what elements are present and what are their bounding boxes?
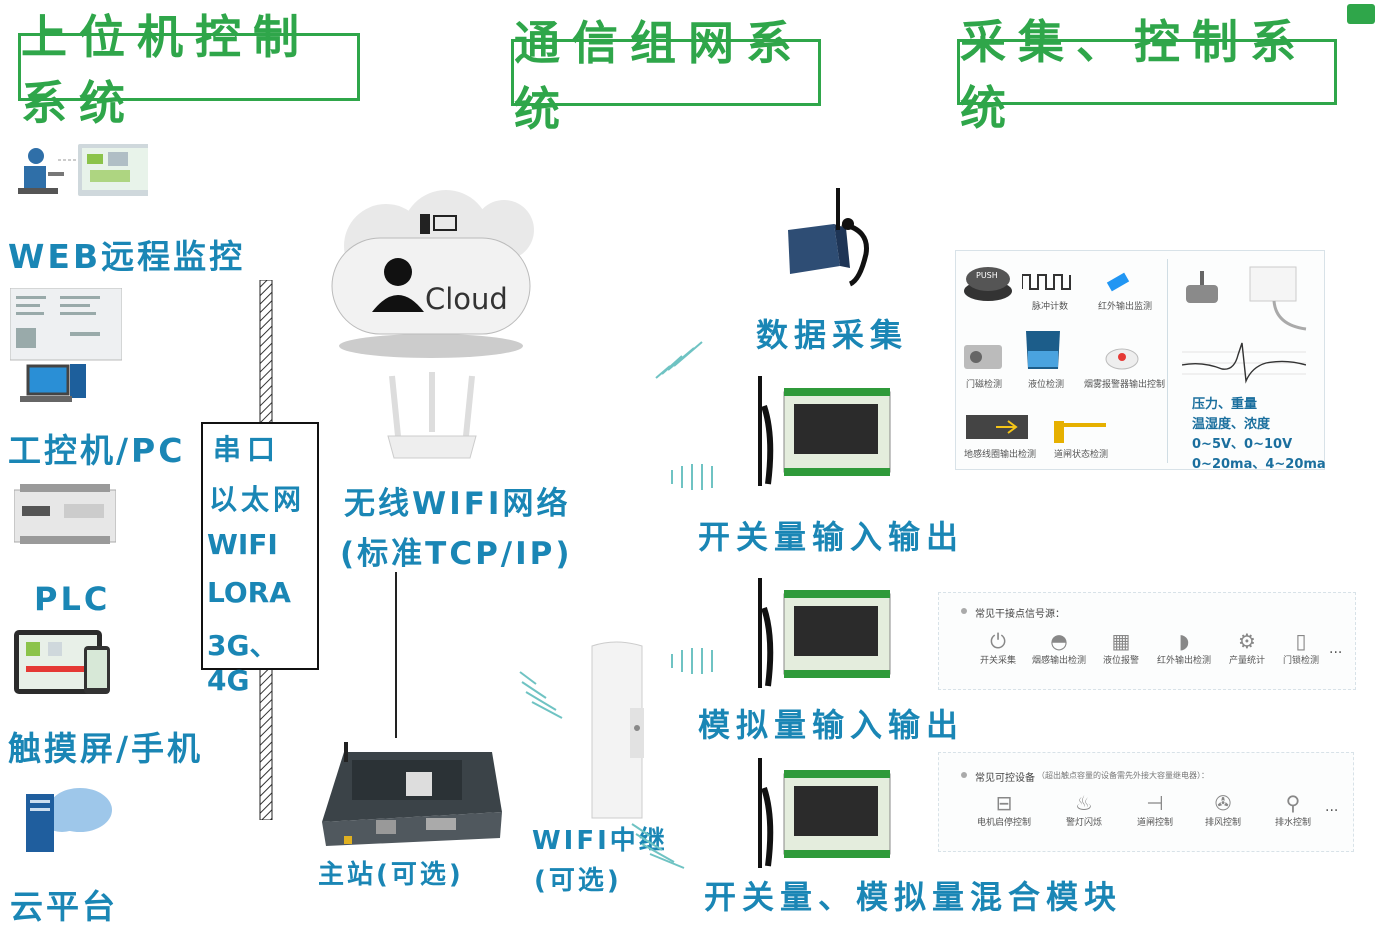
signal-wave-5: [631, 823, 685, 869]
loop-icon: [966, 415, 1028, 439]
dry-item-infrared: ◗ 红外输出检测: [1151, 629, 1217, 666]
door-sensor-icon: [964, 345, 1002, 369]
label-master-station: 主站(可选): [318, 860, 464, 890]
smoke-detector-icon: ◓: [1050, 629, 1068, 653]
router-link-line: [395, 572, 397, 738]
control-dot: [961, 772, 967, 778]
plc-device-icon: [14, 484, 116, 544]
door-lock-icon: ▯: [1295, 629, 1307, 653]
cloud-label: Cloud: [425, 282, 508, 316]
comm-lora: LORA: [207, 576, 291, 609]
label-relay-optional: (可选): [534, 866, 622, 896]
pulse-icon: [1022, 274, 1071, 290]
data-collector-device: [788, 188, 869, 287]
signal-chart: [1182, 342, 1306, 384]
comm-ethernet: 以太网: [209, 483, 306, 516]
label-ipc-pc: 工控机/PC: [8, 431, 186, 470]
dry-item-lock: ▯ 门锁检测: [1275, 629, 1327, 666]
ctrl-item-gate: ⊣ 道闸控制: [1125, 791, 1185, 828]
comm-serial: 串口: [213, 433, 282, 466]
header-comm-network: 通信组网系统: [511, 16, 821, 136]
sensor-loop: 地感线圈输出检测: [964, 450, 1037, 460]
corner-mark: [1347, 4, 1375, 24]
comm-wifi: WIFI: [207, 528, 278, 561]
load-cell-icon: [1186, 271, 1218, 303]
push-button-icon: [964, 267, 1012, 301]
dry-item-level: ▦ 液位报警: [1091, 629, 1151, 666]
dry-item-smoke: ◓ 烟感输出检测: [1029, 629, 1089, 666]
sensor-pulse: 脉冲计数: [1032, 302, 1069, 312]
dry-contact-more: ...: [1329, 641, 1343, 657]
io-module-1: [758, 376, 891, 486]
label-analog-io: 模拟量输入输出: [698, 706, 965, 744]
label-web-monitor: WEB远程监控: [8, 237, 246, 276]
dry-contact-panel: 常见干接点信号源： ⏻ 开关采集 ◓ 烟感输出检测 ▦ 液位报警 ◗ 红外输出检…: [938, 592, 1356, 690]
switch-icon: ⏻: [990, 629, 1006, 653]
header-collect-control: 采集、控制系统: [957, 15, 1337, 135]
sensor-infrared: 红外输出监测: [1098, 302, 1153, 312]
sensor-text-voltage: 0~5V、0~10V: [1192, 437, 1293, 452]
control-device-panel: 常见可控设备 （超出触点容量的设备需先外接大容量继电器）： ⊟ 电机启停控制 ♨…: [938, 752, 1354, 852]
production-count-icon: ⚙: [1238, 629, 1256, 653]
sensor-text-current: 0~20ma、4~20ma: [1192, 457, 1326, 472]
sensor-text-pressure: 压力、重量: [1192, 397, 1258, 412]
sensor-smoke: 烟雾报警器输出控制: [1084, 380, 1166, 390]
dry-item-switch: ⏻ 开关采集: [969, 629, 1027, 666]
warning-light-icon: ♨: [1075, 791, 1093, 815]
sensor-gate: 道闸状态检测: [1054, 450, 1109, 460]
io-module-2: [758, 578, 891, 688]
signal-wave-3: [671, 648, 713, 674]
smoke-icon: [1105, 348, 1139, 370]
gate-icon: [1054, 421, 1106, 443]
touch-screen-icon: [14, 630, 110, 694]
label-plc: PLC: [34, 580, 111, 618]
infrared-output-icon: ◗: [1178, 629, 1190, 653]
label-touch-phone: 触摸屏/手机: [8, 729, 204, 768]
infrared-icon: [1106, 272, 1130, 292]
master-station-device: [322, 742, 502, 846]
label-cloud-platform: 云平台: [10, 887, 118, 926]
ctrl-item-motor: ⊟ 电机启停控制: [969, 791, 1039, 828]
header-upper-control: 上位机控制系统: [18, 10, 360, 130]
dry-contact-dot: [961, 608, 967, 614]
fan-icon: ✇: [1214, 791, 1232, 815]
signal-wave-1: [655, 341, 703, 379]
sensor-door: 门磁检测: [966, 380, 1003, 390]
ipc-screen-icon: [10, 288, 122, 402]
control-title: 常见可控设备: [975, 773, 1035, 784]
panel-divider: [1167, 259, 1168, 463]
level-icon: [1026, 331, 1060, 369]
comm-3g4g: 3G、4G: [207, 629, 278, 697]
signal-wave-4: [519, 671, 563, 719]
dry-item-count: ⚙ 产量统计: [1219, 629, 1275, 666]
signal-wave-2: [671, 464, 713, 490]
label-mixed-module: 开关量、模拟量混合模块: [704, 878, 1123, 916]
level-alarm-icon: ▦: [1111, 629, 1131, 653]
push-label: PUSH: [976, 271, 998, 280]
barrier-gate-icon: ⊣: [1146, 791, 1164, 815]
drain-pump-icon: ⚲: [1285, 791, 1301, 815]
ctrl-item-fan: ✇ 排风控制: [1193, 791, 1253, 828]
ctrl-item-drain: ⚲ 排水控制: [1263, 791, 1323, 828]
web-monitor-icon: [18, 144, 148, 196]
sensor-panel: PUSH 脉冲计数 红外输出监测 门磁检测 液位检测 烟雾报警器输出控制 地感线…: [955, 250, 1326, 472]
sensor-text-temp: 温湿度、浓度: [1192, 417, 1271, 432]
cloud-platform-icon: [26, 788, 112, 852]
label-data-collection: 数据采集: [756, 316, 909, 354]
control-more: ...: [1325, 799, 1339, 815]
label-switch-io: 开关量输入输出: [698, 518, 965, 556]
wifi-relay-device: [591, 641, 644, 819]
cloud-icon: [331, 190, 534, 358]
label-wifi-network: 无线WIFI网络: [344, 486, 571, 522]
io-module-3: [758, 758, 891, 868]
wifi-router-icon: [387, 372, 477, 459]
dry-contact-title: 常见干接点信号源：: [975, 609, 1065, 620]
control-note: （超出触点容量的设备需先外接大容量继电器）：: [1037, 771, 1209, 780]
ctrl-item-beacon: ♨ 警灯闪烁: [1051, 791, 1117, 828]
sensor-level: 液位检测: [1028, 380, 1065, 390]
temp-humidity-icon: [1249, 266, 1307, 331]
comm-methods-box: 串口 以太网 WIFI LORA 3G、4G: [201, 422, 319, 697]
label-tcpip: (标准TCP/IP): [340, 536, 573, 572]
motor-icon: ⊟: [995, 791, 1013, 815]
